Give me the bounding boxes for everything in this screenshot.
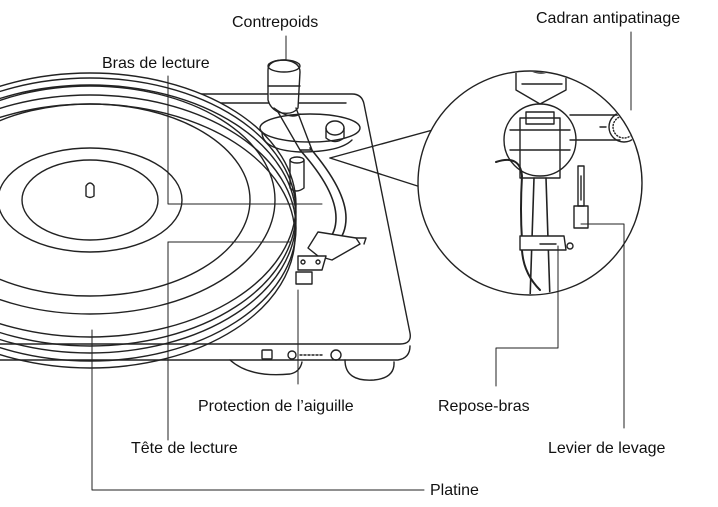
spindle-icon [85,182,95,199]
leader-lines [91,31,632,491]
label-tonearm: Bras de lecture [102,55,210,72]
pitch-knob-icon [330,349,342,361]
label-platter: Platine [430,482,479,499]
label-stylus-guard: Protection de l’aiguille [198,398,354,415]
speed-knob-icon [287,350,297,360]
platter-record [0,72,297,369]
label-antiskate-dial: Cadran antipatinage [536,10,681,27]
front-switch-icon [261,349,273,360]
tonearm-assembly [259,59,367,285]
label-arm-rest: Repose-bras [438,398,530,415]
detail-zoom [417,70,643,296]
label-lift-lever: Levier de levage [548,440,666,457]
label-counterweight: Contrepoids [232,14,319,31]
label-headshell: Tête de lecture [131,440,238,457]
